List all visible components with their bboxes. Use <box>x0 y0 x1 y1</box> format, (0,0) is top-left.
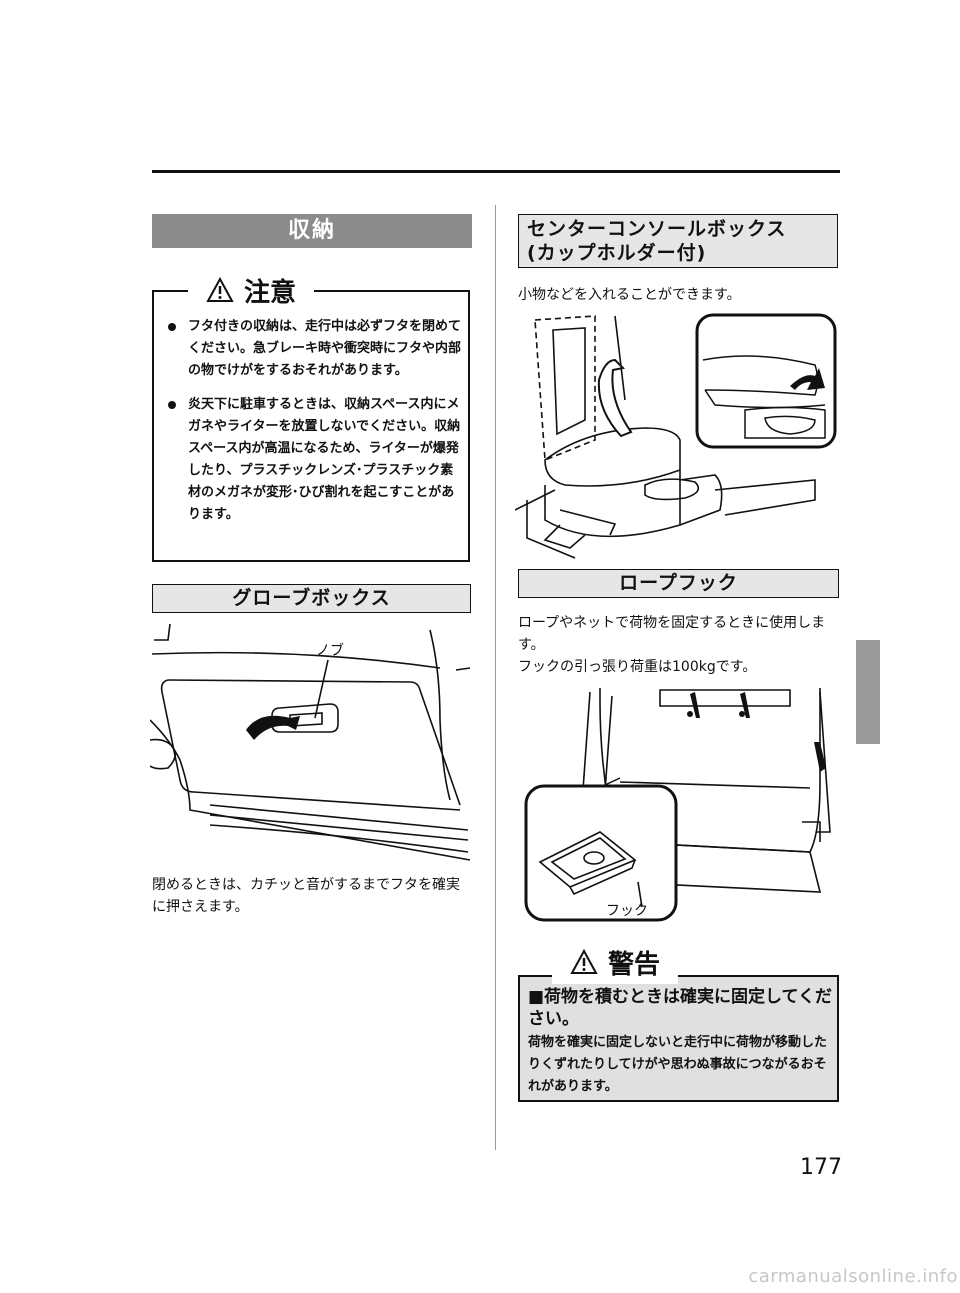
top-rule <box>152 170 840 173</box>
glovebox-illustration <box>150 623 471 861</box>
hook-label: フック <box>606 903 648 919</box>
caution-label: 注意 <box>243 277 296 308</box>
bullet-icon <box>168 401 176 409</box>
warning-heading: 警告 <box>552 940 678 984</box>
warning-box <box>518 975 839 1102</box>
rope-hook-text-line2: フックの引っ張り荷重は100kgです。 <box>518 659 757 675</box>
warning-subheading: ■荷物を積むときは確実に固定してください。 <box>528 987 833 1029</box>
rope-hook-text: ロープやネットで荷物を固定するときに使用します。 フックの引っ張り荷重は100k… <box>518 612 843 678</box>
caution-box <box>152 290 470 562</box>
center-console-title-line1: センターコンソールボックス <box>527 218 787 240</box>
center-console-title-line2: (カップホルダー付) <box>527 242 707 264</box>
caution-list: フタ付きの収納は、走行中は必ずフタを閉めてください。急ブレーキ時や衝突時にフタや… <box>166 316 462 538</box>
caution-item: フタ付きの収納は、走行中は必ずフタを閉めてください。急ブレーキ時や衝突時にフタや… <box>166 316 462 382</box>
page-number: 177 <box>800 1155 842 1180</box>
section-title-rope-hook: ロープフック <box>518 569 839 598</box>
caution-icon <box>206 277 234 302</box>
column-divider <box>495 205 496 1150</box>
bullet-icon <box>168 323 176 331</box>
warning-label: 警告 <box>607 949 660 980</box>
section-title-center-console: センターコンソールボックス (カップホルダー付) <box>518 214 838 268</box>
rope-hook-text-line1: ロープやネットで荷物を固定するときに使用します。 <box>518 615 826 653</box>
footer-watermark: carmanualsonline.info <box>748 1266 958 1287</box>
caution-item: 炎天下に駐車するときは、収納スペース内にメガネやライターを放置しないでください。… <box>166 394 462 526</box>
caution-heading: 注意 <box>188 272 314 308</box>
caution-item-text: 炎天下に駐車するときは、収納スペース内にメガネやライターを放置しないでください。… <box>188 397 461 522</box>
warning-body: 荷物を確実に固定しないと走行中に荷物が移動したりくずれたりしてけがや思わぬ事故に… <box>528 1035 828 1094</box>
warning-icon <box>570 949 598 974</box>
glovebox-text: 閉めるときは、カチッと音がするまでフタを確実に押さえます。 <box>152 877 460 915</box>
section-title-glovebox: グローブボックス <box>152 584 471 613</box>
center-console-text: 小物などを入れることができます。 <box>518 287 741 303</box>
chapter-tab <box>856 640 880 744</box>
section-title-storage: 収納 <box>152 214 472 248</box>
rope-hook-illustration <box>524 688 831 922</box>
caution-item-text: フタ付きの収納は、走行中は必ずフタを閉めてください。急ブレーキ時や衝突時にフタや… <box>188 319 462 378</box>
knob-label: ノブ <box>316 643 344 659</box>
center-console-illustration <box>515 313 837 559</box>
